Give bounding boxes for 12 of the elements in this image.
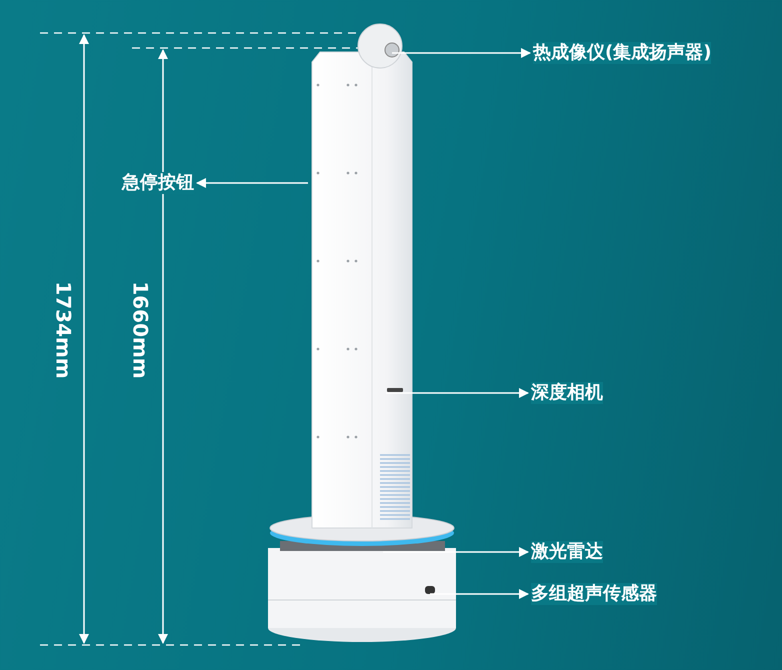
dimension-label: 1734mm	[51, 281, 76, 379]
part-label: 热成像仪(集成扬声器)	[533, 42, 712, 64]
part-label: 多组超声传感器	[531, 583, 657, 605]
leader-line	[430, 589, 529, 599]
part-label: 激光雷达	[531, 541, 603, 563]
part-label: 急停按钮	[122, 172, 194, 194]
leader-line	[383, 547, 529, 557]
part-label: 深度相机	[531, 382, 603, 404]
leader-line	[392, 48, 531, 58]
leader-line	[386, 388, 529, 398]
dimension-label: 1660mm	[128, 281, 152, 379]
leader-line	[196, 178, 308, 188]
